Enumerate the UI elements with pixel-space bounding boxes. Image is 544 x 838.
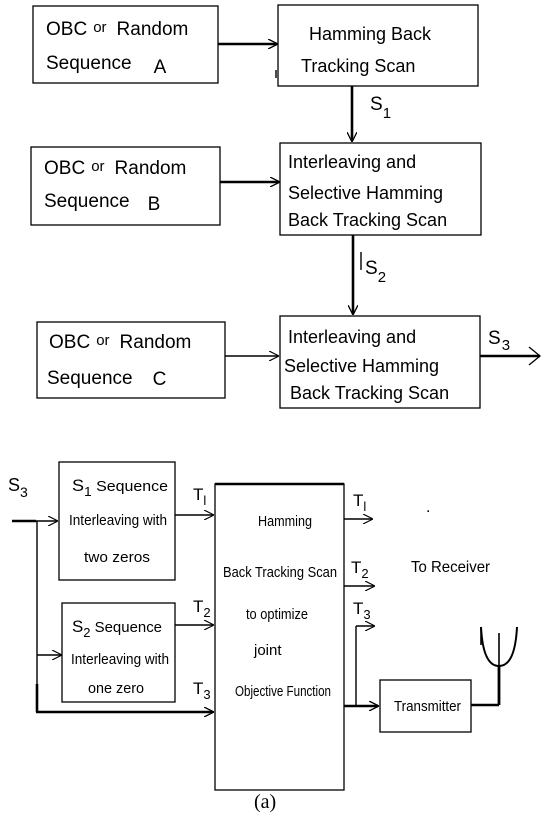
box-s2-sequence: S2 Sequence Interleaving with one zero (61, 602, 176, 703)
scan-box-2: Interleaving and Selective Hamming Back … (279, 142, 482, 236)
main-box-line3: to optimize (246, 606, 308, 623)
label-t3-out: T3 (353, 599, 371, 622)
main-box-line5: Objective Function (235, 683, 331, 700)
label-t1-in: Tl (193, 485, 206, 508)
main-optimizer-box: Hamming Back Tracking Scan to optimize j… (214, 482, 345, 791)
source-box-a-frame (32, 5, 219, 84)
label-t2-out: T2 (351, 558, 369, 581)
source-box-b-frame (30, 146, 221, 226)
box-s1-frame (58, 461, 176, 581)
main-box-line1: Hamming (258, 513, 312, 530)
box-s2-frame (61, 602, 176, 703)
box-s2-line1: S2 Sequence (72, 617, 162, 640)
main-box-line4: joint (253, 642, 282, 659)
scan-box-1-line2: Tracking Scan (301, 56, 415, 76)
scan-box-1-line1: Hamming Back (309, 24, 432, 44)
antenna-icon (480, 626, 518, 705)
transmitter-label: Transmitter (394, 698, 461, 715)
dot-mark: . (426, 499, 430, 516)
source-box-c-frame (36, 321, 226, 399)
scan-box-1-frame (277, 4, 479, 87)
main-box-line2: Back Tracking Scan (223, 564, 337, 581)
box-s2-line2: Interleaving with (71, 651, 169, 668)
scan-box-2-line1: Interleaving and (288, 152, 416, 172)
input-label-s3: S3 (8, 475, 28, 500)
label-t1-out: Tl (353, 491, 366, 514)
figure-caption: (a) (254, 791, 276, 813)
box-s1-sequence: S1 Sequence Interleaving with two zeros (58, 461, 176, 581)
scan-box-2-line2: Selective Hamming (288, 183, 443, 203)
arrow-s3-out-head (528, 346, 542, 366)
box-s1-line1: S1 Sequence (72, 476, 168, 499)
main-box-frame (214, 483, 345, 791)
scan-box-2-line3: Back Tracking Scan (288, 210, 447, 230)
scan-box-3-line2: Selective Hamming (284, 356, 439, 376)
label-t2-in: T2 (193, 597, 211, 620)
scan-box-3-line3: Back Tracking Scan (290, 383, 449, 403)
box-s1-line3: two zeros (84, 549, 150, 566)
scan-box-3-line1: Interleaving and (288, 327, 416, 347)
scan-box-1: Hamming Back Tracking Scan (277, 4, 479, 87)
scan-box-2-frame (279, 142, 482, 236)
scan-box-3-frame (279, 315, 481, 409)
label-s1: S1 (370, 94, 391, 122)
box-s1-line2: Interleaving with (69, 512, 167, 529)
bottom-diagram: S3 S1 Sequence Interleaving with two zer… (8, 461, 518, 791)
box-s2-line3: one zero (88, 680, 144, 697)
transmitter-frame (379, 679, 472, 733)
scan-box-3: Interleaving and Selective Hamming Back … (279, 315, 481, 409)
transmitter-box: Transmitter (379, 679, 472, 733)
receiver-label: To Receiver (411, 559, 491, 576)
label-t3-in: T3 (193, 679, 211, 702)
label-s2: S2 (365, 258, 386, 286)
label-s3: S3 (488, 328, 510, 354)
